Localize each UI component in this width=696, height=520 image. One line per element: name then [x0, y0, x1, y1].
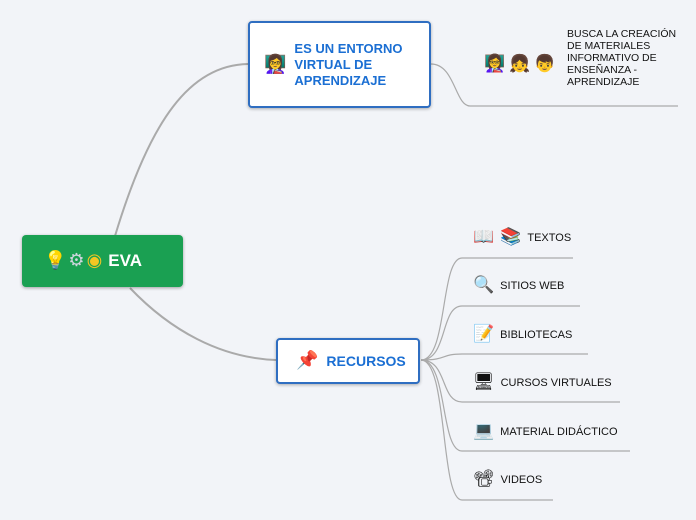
student-icon: 👧 — [509, 54, 531, 74]
leaf-label: TEXTOS — [527, 231, 572, 244]
leaf-sitios-web[interactable]: 🔍 SITIOS WEB — [473, 277, 564, 294]
desktop-computer-icon: 🖥 — [473, 372, 495, 392]
magnifier-icon: 🔍 — [473, 275, 495, 295]
central-node-label: EVA — [108, 251, 142, 270]
gear-icon: ⚙ — [68, 250, 85, 271]
teacher-icon: 👩‍🏫 — [484, 54, 506, 74]
busca-leaf-text[interactable]: BUSCA LA CREACIÓN DE MATERIALES INFORMAT… — [567, 28, 677, 88]
central-node-eva[interactable]: 💡 ⚙ ◉ EVA — [22, 235, 183, 287]
busca-icons: 👩‍🏫 👧 👦 — [484, 56, 556, 73]
leaf-videos[interactable]: 📽 VIDEOS — [473, 471, 542, 488]
leaf-cursos-virtuales[interactable]: 🖥 CURSOS VIRTUALES — [473, 374, 612, 391]
branch-node-recursos[interactable]: 📌 RECURSOS — [276, 338, 420, 384]
leaf-material-didactico[interactable]: 💻 MATERIAL DIDÁCTICO — [473, 423, 618, 440]
memo-icon: 📝 — [473, 324, 495, 344]
leaf-label: SITIOS WEB — [500, 279, 565, 292]
leaf-label: MATERIAL DIDÁCTICO — [500, 425, 618, 438]
branch-node-entorno[interactable]: 👩‍🏫 ES UN ENTORNO VIRTUAL DE APRENDIZAJE — [248, 21, 431, 108]
teacher-icon: 👩‍🏫 — [264, 53, 287, 75]
branch-node-label: RECURSOS — [326, 353, 406, 369]
open-book-icon: 📖 — [473, 227, 495, 247]
leaf-textos[interactable]: 📖 📚 TEXTOS — [473, 229, 571, 246]
pushpin-icon: 📌 — [296, 350, 319, 371]
boy-icon: 👦 — [534, 54, 556, 74]
leaf-label: BIBLIOTECAS — [500, 328, 573, 341]
lightbulb-icon: 💡 — [44, 250, 67, 271]
leaf-label: CURSOS VIRTUALES — [500, 376, 612, 389]
cd-disc-icon: ◉ — [86, 250, 103, 271]
branch-node-label: ES UN ENTORNO VIRTUAL DE APRENDIZAJE — [294, 40, 403, 88]
leaf-bibliotecas[interactable]: 📝 BIBLIOTECAS — [473, 326, 572, 343]
leaf-label: VIDEOS — [500, 473, 543, 486]
film-projector-icon: 📽 — [473, 469, 495, 489]
laptop-icon: 💻 — [473, 421, 495, 441]
books-icon: 📚 — [500, 227, 522, 247]
